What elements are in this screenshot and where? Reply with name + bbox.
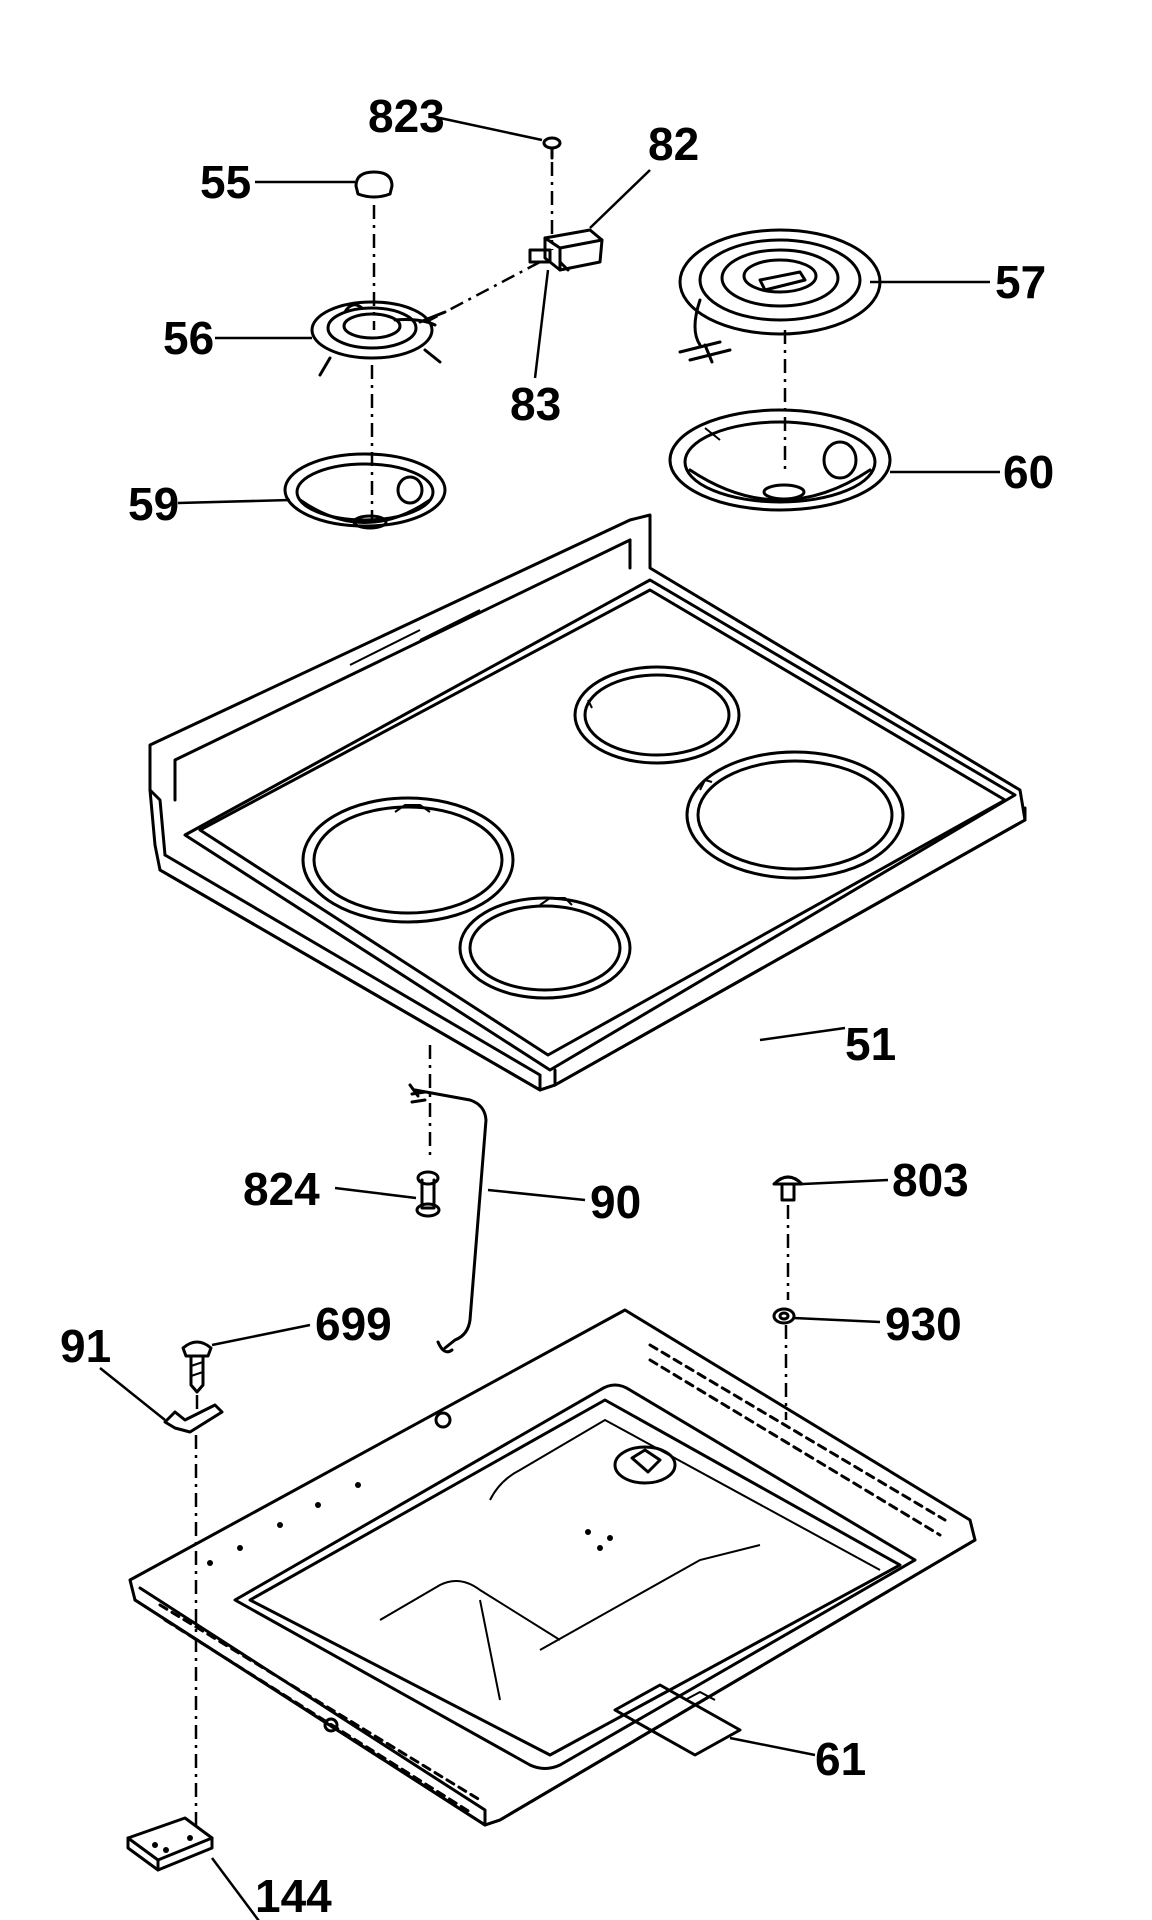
leader-82 (589, 169, 651, 229)
label-60: 60 (1003, 446, 1054, 498)
label-824: 824 (243, 1163, 320, 1215)
leader-930 (793, 1316, 881, 1324)
part-803-screw (772, 1175, 804, 1202)
part-144-plate (126, 1816, 214, 1872)
part-51-cooktop (148, 513, 1027, 1092)
leader-59 (177, 498, 291, 505)
label-91: 91 (60, 1320, 111, 1372)
leader-144 (210, 1857, 260, 1920)
base-vent-slots-back (648, 1343, 947, 1537)
part-91-bracket (163, 1403, 224, 1434)
label-55: 55 (200, 156, 251, 208)
label-51: 51 (845, 1018, 896, 1070)
part-56-small-element (310, 300, 447, 377)
label-59: 59 (128, 478, 179, 530)
part-82-switch (528, 228, 604, 272)
leader-61 (729, 1736, 816, 1757)
label-82: 82 (648, 118, 699, 170)
part-824-screw (415, 1170, 441, 1218)
label-823: 823 (368, 90, 445, 142)
label-61: 61 (815, 1733, 866, 1785)
label-56: 56 (163, 312, 214, 364)
part-930-washer (772, 1307, 796, 1325)
label-57: 57 (995, 256, 1046, 308)
leader-824 (334, 1186, 417, 1200)
leader-90 (487, 1188, 586, 1202)
label-90: 90 (590, 1176, 641, 1228)
part-90-rod (408, 1083, 488, 1354)
leader-823 (439, 116, 543, 142)
part-61-base-pan (128, 1308, 977, 1827)
label-83: 83 (510, 378, 561, 430)
leader-51 (759, 1026, 846, 1042)
leader-83 (533, 269, 550, 379)
part-823-screw (542, 136, 562, 160)
base-vent-slots-front (158, 1603, 482, 1814)
label-930: 930 (885, 1298, 962, 1350)
part-57-large-element (678, 228, 882, 364)
part-59-small-drip-pan (283, 452, 447, 530)
leader-803 (802, 1178, 889, 1186)
part-699-screw (181, 1340, 213, 1394)
label-699: 699 (315, 1298, 392, 1350)
part-60-large-drip-pan (668, 408, 892, 512)
label-144: 144 (255, 1870, 332, 1920)
leader-699 (211, 1323, 311, 1347)
part-55-cap (354, 170, 394, 199)
centerline-switch-to-56 (429, 260, 541, 322)
label-803: 803 (892, 1154, 969, 1206)
leader-91 (99, 1367, 166, 1421)
